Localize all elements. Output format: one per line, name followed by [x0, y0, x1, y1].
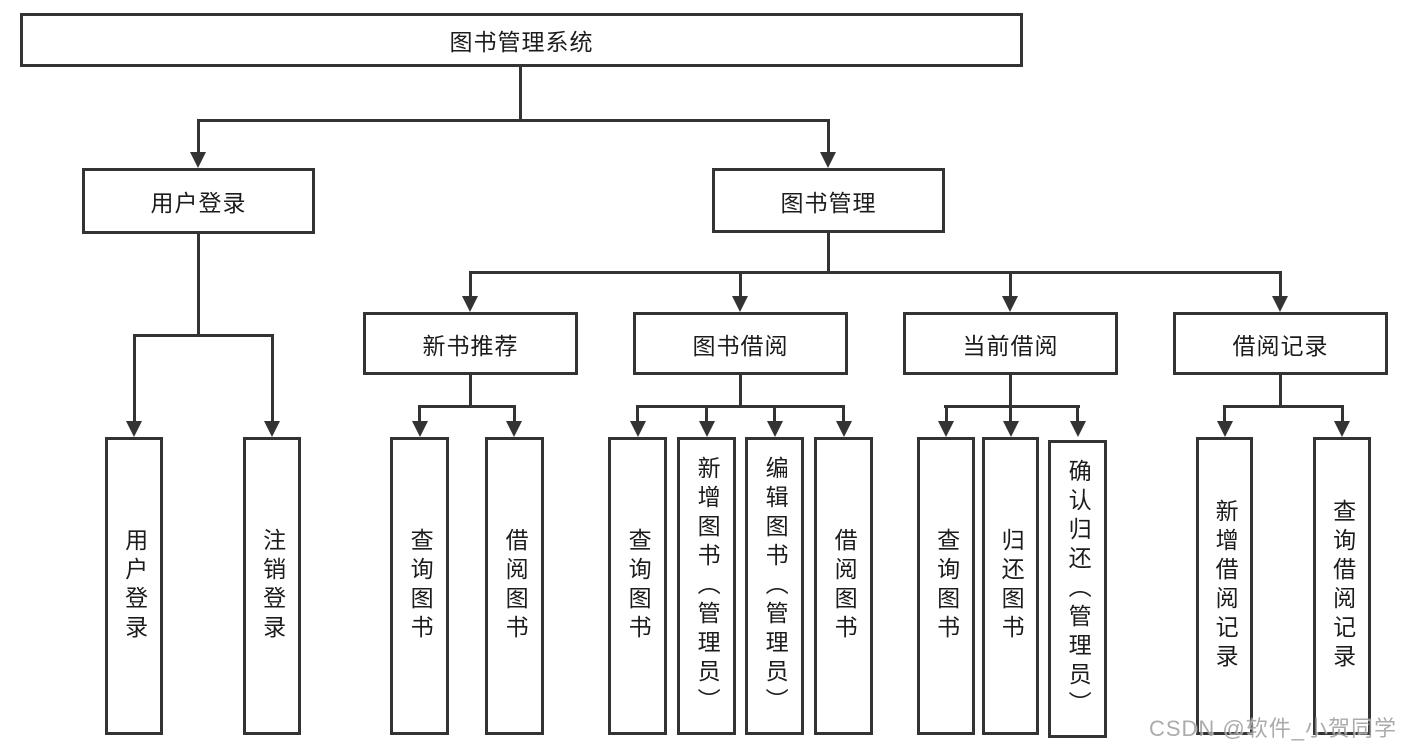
leaf-confirm-return-admin: 确认归还（管理员） [1048, 440, 1107, 738]
arrowhead-confirm-return [1070, 421, 1086, 437]
node-current-borrowing: 当前借阅 [903, 312, 1118, 375]
leaf-return-books: 归还图书 [982, 437, 1039, 735]
connector-drop-borrow-books [842, 405, 845, 421]
arrowhead-borrow-records [1272, 296, 1288, 312]
arrowhead-query-current [938, 421, 954, 437]
arrowhead-leaf-user-login [126, 421, 142, 437]
connector-book-borrowing-rail [636, 405, 845, 408]
connector-root-stem [519, 67, 522, 121]
connector-new-book-stem [469, 375, 472, 407]
connector-drop-edit-books [773, 405, 776, 421]
arrowhead-return-books [1003, 421, 1019, 437]
connector-drop-add-record [1223, 405, 1226, 421]
connector-drop-add-books [705, 405, 708, 421]
arrowhead-query-recommend [412, 421, 428, 437]
connector-book-borrowing-stem [739, 375, 742, 407]
connector-drop-query-current [945, 405, 948, 421]
connector-drop-book-borrowing [739, 271, 742, 298]
connector-drop-book-management [827, 119, 830, 153]
arrowhead-query-record [1334, 421, 1350, 437]
connector-drop-query-record [1341, 405, 1344, 421]
arrowhead-book-borrowing [732, 296, 748, 312]
connector-user-login-rail [133, 334, 274, 337]
connector-drop-user-login [197, 119, 200, 153]
connector-user-login-stem [197, 234, 200, 336]
node-new-book-recommend: 新书推荐 [363, 312, 578, 375]
leaf-edit-books-admin: 编辑图书（管理员） [745, 437, 804, 735]
node-library-system: 图书管理系统 [20, 13, 1023, 67]
connector-drop-current-borrowing [1009, 271, 1012, 298]
node-book-management: 图书管理 [712, 168, 945, 233]
leaf-query-books-borrowing: 查询图书 [608, 437, 667, 735]
arrowhead-edit-books [767, 421, 783, 437]
arrowhead-add-record [1217, 421, 1233, 437]
leaf-query-books-recommend: 查询图书 [390, 437, 449, 735]
node-user-login: 用户登录 [82, 168, 315, 234]
arrowhead-book-management [820, 152, 836, 168]
arrowhead-user-login [190, 152, 206, 168]
csdn-watermark: CSDN @软件_小贺同学 [1148, 716, 1397, 741]
connector-borrow-records-stem [1279, 375, 1282, 407]
leaf-borrow-books-recommend: 借阅图书 [485, 437, 544, 735]
arrowhead-borrow-books [836, 421, 852, 437]
connector-drop-confirm-return [1076, 405, 1079, 421]
arrowhead-leaf-logout [264, 421, 280, 437]
node-borrow-records: 借阅记录 [1173, 312, 1388, 375]
connector-drop-borrow-recommend [513, 405, 516, 421]
connector-new-book-rail [418, 405, 516, 408]
connector-book-management-rail [469, 271, 1282, 274]
arrowhead-borrow-recommend [506, 421, 522, 437]
connector-drop-query-recommend [418, 405, 421, 421]
connector-drop-leaf-logout [271, 334, 274, 421]
arrowhead-query-borrowing [630, 421, 646, 437]
connector-current-borrowing-stem [1009, 375, 1012, 407]
connector-drop-borrow-records [1279, 271, 1282, 298]
leaf-add-books-admin: 新增图书（管理员） [677, 437, 736, 735]
leaf-user-login: 用户登录 [105, 437, 163, 735]
connector-drop-query-borrowing [636, 405, 639, 421]
connector-borrow-records-rail [1223, 405, 1344, 408]
leaf-query-borrow-record: 查询借阅记录 [1313, 437, 1371, 735]
leaf-borrow-books: 借阅图书 [814, 437, 873, 735]
leaf-query-books-current: 查询图书 [917, 437, 975, 735]
connector-book-management-stem [827, 233, 830, 273]
connector-drop-return-books [1009, 405, 1012, 421]
connector-drop-leaf-user-login [133, 334, 136, 421]
arrowhead-current-borrowing [1002, 296, 1018, 312]
arrowhead-add-books [699, 421, 715, 437]
connector-drop-new-book [469, 271, 472, 298]
connector-root-rail [197, 119, 830, 122]
leaf-logout: 注销登录 [243, 437, 301, 735]
arrowhead-new-book [462, 296, 478, 312]
connector-current-borrowing-rail [944, 405, 1080, 408]
node-book-borrowing: 图书借阅 [633, 312, 848, 375]
leaf-add-borrow-record: 新增借阅记录 [1196, 437, 1253, 735]
